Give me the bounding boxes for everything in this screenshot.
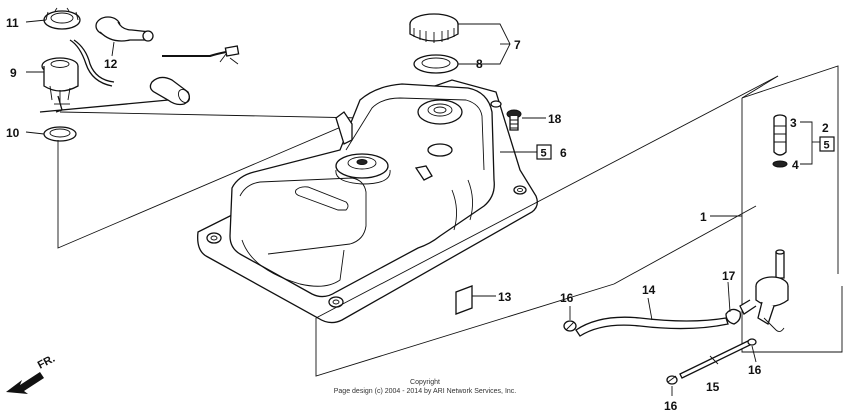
hose-clip-16c-part: [666, 375, 678, 385]
front-direction-label: FR.: [36, 353, 57, 372]
callout-13: 13: [498, 290, 512, 304]
callout-16-right: 16: [748, 363, 762, 377]
boxed-ref-5a: 5: [541, 148, 547, 160]
o-ring-part: [43, 126, 77, 142]
callout-12: 12: [104, 57, 118, 71]
callout-11: 11: [6, 16, 19, 30]
callout-14: 14: [642, 283, 656, 297]
fuel-tank-part: [197, 79, 538, 324]
fuel-hose-part: [575, 316, 729, 337]
strainer-part: [773, 114, 787, 156]
plane-line-left: [315, 283, 615, 377]
callout-7: 7: [514, 38, 521, 52]
assembly-guide-line-2: [59, 111, 363, 119]
assembly-guide-line: [57, 117, 363, 249]
fuel-cock-bracket-lines: [741, 65, 843, 353]
boxed-ref-5a-frame: [536, 144, 552, 160]
filler-cap-part: [409, 13, 459, 43]
callout-17: 17: [722, 269, 736, 283]
float-part: [149, 76, 191, 106]
callout-6: 6: [560, 146, 567, 160]
plane-line-top: [315, 75, 779, 319]
copyright-notice: Page design (c) 2004 - 2014 by ARI Netwo…: [333, 388, 517, 395]
strainer-o-ring-part: [772, 160, 788, 168]
callout-10: 10: [6, 126, 20, 140]
bolt-part: [506, 109, 522, 131]
hose-clip-17-part: [725, 308, 742, 325]
hose-clip-16a-part: [563, 320, 577, 332]
gauge-wire-harness: [69, 39, 240, 87]
vent-cap-part: [95, 16, 154, 42]
callout-16-bottom: 16: [664, 399, 678, 413]
leader-lines: [25, 19, 820, 396]
callout-2: 2: [822, 121, 829, 135]
fuel-cock-part: [739, 249, 789, 333]
filler-cap-gasket-part: [413, 54, 459, 74]
gauge-ring-part: [43, 7, 81, 30]
callout-1: 1: [700, 210, 707, 224]
label-sticker-part: [455, 285, 473, 315]
plane-line-mid: [613, 205, 757, 285]
copyright-heading: Copyright: [410, 379, 440, 386]
tube-part: [679, 338, 757, 379]
boxed-ref-5b-frame: [819, 136, 835, 152]
float-arm: [39, 97, 191, 113]
callout-9: 9: [10, 66, 17, 80]
callout-16-left: 16: [560, 291, 574, 305]
front-arrow-icon: [6, 372, 44, 394]
callout-15: 15: [706, 380, 720, 394]
callout-18: 18: [548, 112, 562, 126]
boxed-ref-5b: 5: [824, 140, 830, 152]
callout-8: 8: [476, 57, 483, 71]
callout-3: 3: [790, 116, 797, 130]
fuel-gauge-sender-part: [41, 57, 79, 113]
callout-4: 4: [792, 158, 799, 172]
